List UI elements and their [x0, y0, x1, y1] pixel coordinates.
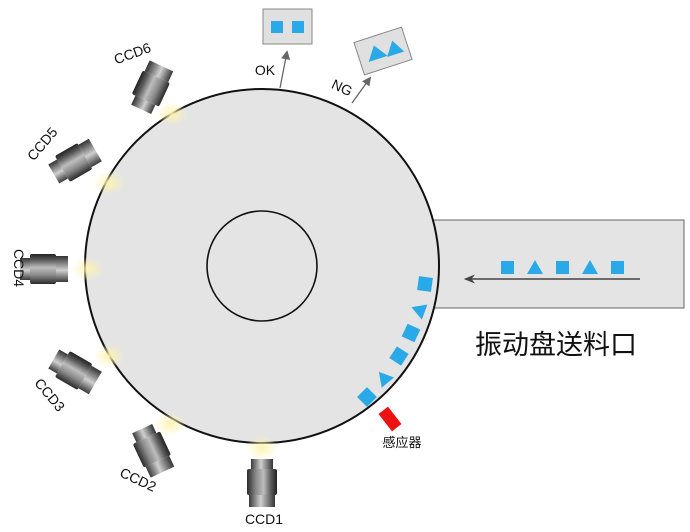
glow-ccd4	[72, 257, 104, 281]
triangle-part-icon	[527, 260, 543, 274]
label-ccd5: CCD5	[24, 124, 61, 164]
camera-icon	[20, 254, 68, 284]
feeder-parts	[501, 260, 624, 274]
ng-arrow	[351, 76, 372, 104]
square-part-icon	[271, 21, 283, 33]
square-part-icon	[556, 261, 569, 274]
square-part-icon	[292, 21, 304, 33]
ok-bin-box	[262, 8, 313, 45]
triangle-part-icon	[582, 260, 598, 274]
camera-ccd2	[132, 423, 175, 478]
camera-glows	[72, 102, 278, 460]
camera-icon	[48, 138, 102, 184]
glow-ccd5	[93, 171, 125, 195]
camera-ccd3	[48, 349, 102, 395]
triangle-part-icon	[378, 371, 394, 388]
camera-ccd4	[20, 254, 68, 284]
triangle-part-icon	[387, 40, 405, 58]
glow-ccd2	[154, 412, 186, 436]
camera-icon	[247, 459, 277, 507]
ok-arrow	[279, 50, 291, 89]
ok-output-bin	[262, 8, 313, 45]
square-part-icon	[389, 346, 409, 366]
square-part-icon	[417, 276, 433, 292]
label-ng: NG	[329, 76, 355, 99]
glow-ccd3	[93, 344, 125, 368]
label-feeder: 振动盘送料口	[475, 330, 637, 360]
camera-ccd5	[48, 138, 102, 184]
label-ccd1: CCD1	[245, 511, 283, 527]
camera-ccd1	[247, 459, 277, 507]
triangle-part-icon	[368, 45, 388, 62]
feeder-channel	[419, 219, 685, 309]
square-part-icon	[501, 261, 514, 274]
square-part-icon	[401, 323, 421, 343]
triangle-part-icon	[411, 304, 428, 320]
square-part-icon	[611, 261, 624, 274]
glow-ccd6	[156, 102, 188, 126]
camera-icon	[131, 60, 174, 115]
label-ccd6: CCD6	[112, 39, 153, 67]
square-part-icon	[357, 387, 377, 407]
turntable-parts	[357, 276, 433, 407]
glow-ccd1	[246, 436, 278, 460]
label-ok: OK	[255, 62, 276, 78]
ng-bin-box	[353, 26, 413, 76]
ng-output-bin	[353, 26, 413, 76]
label-ccd4: CCD4	[11, 249, 27, 287]
camera-icon	[132, 423, 175, 478]
turntable-hub	[206, 210, 318, 322]
label-sensor: 感应器	[382, 435, 421, 450]
sensor-icon	[378, 406, 402, 432]
camera-icon	[48, 349, 102, 395]
camera-ccd6	[131, 60, 174, 115]
